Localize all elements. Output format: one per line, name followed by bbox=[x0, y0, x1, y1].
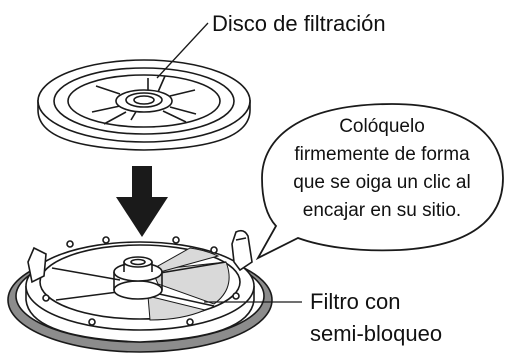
instruction-callout: Colóquelo firmemente de forma que se oig… bbox=[255, 103, 504, 261]
filter-label-line-1: Filtro con bbox=[310, 289, 400, 314]
filter-label-line-2: semi-bloqueo bbox=[310, 321, 442, 346]
callout-line-1: Colóquelo bbox=[339, 116, 425, 137]
callout-line-2: firmemente de forma bbox=[294, 144, 470, 165]
semi-lock-filter bbox=[7, 229, 273, 353]
callout-line-4: encajar en su sitio. bbox=[303, 200, 461, 221]
disc-label: Disco de filtración bbox=[212, 11, 386, 36]
disc-leader-line bbox=[156, 22, 209, 79]
callout-line-3: que se oiga un clic al bbox=[293, 172, 470, 193]
down-arrow-icon bbox=[116, 166, 168, 237]
filtration-disc bbox=[37, 59, 251, 151]
